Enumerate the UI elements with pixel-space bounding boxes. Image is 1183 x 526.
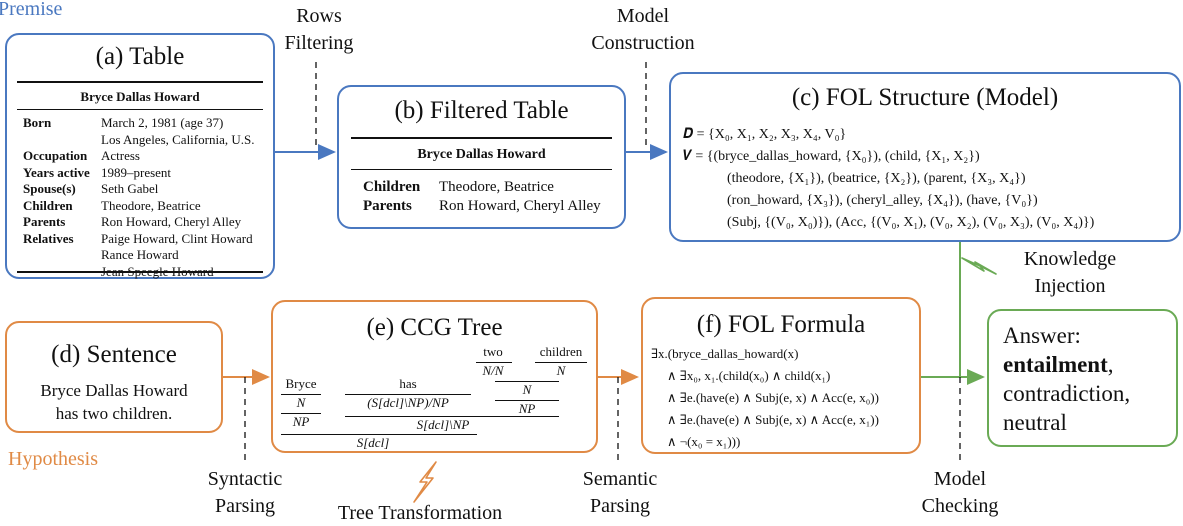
filtered-row-value: Ron Howard, Cheryl Alley bbox=[439, 198, 601, 214]
fol-formula-box: (f) FOL Formula ∃x.(bryce_dallas_howard(… bbox=[641, 297, 921, 454]
valuation-line-1: 𝑽 = {(bryce_dallas_howard, {X₀}), (child… bbox=[683, 149, 980, 164]
answer-entailment: entailment bbox=[1003, 352, 1108, 377]
table-row-key bbox=[23, 247, 101, 264]
table-row: Parents Ron Howard, Cheryl Alley bbox=[23, 214, 260, 231]
step-tree-transformation: Tree Transformation bbox=[337, 502, 503, 524]
table-row-value: Los Angeles, California, U.S. bbox=[101, 131, 255, 147]
hypothesis-label: Hypothesis bbox=[8, 448, 98, 470]
table-row-key: Spouse(s) bbox=[23, 181, 76, 196]
table-row: Occupation Actress bbox=[23, 148, 260, 165]
valuation-line-3: (ron_howard, {X₃}), (cheryl_alley, {X₄})… bbox=[727, 193, 1038, 208]
answer-label: Answer: bbox=[1003, 323, 1081, 348]
ccg-word-bryce: Bryce bbox=[285, 376, 317, 391]
valuation-line-2: (theodore, {X₁}), (beatrice, {X₂}), (par… bbox=[727, 171, 1026, 186]
formula-line-4: ∧ ∃e.(have(e) ∧ Subj(e, x) ∧ Acc(e, x₁)) bbox=[667, 412, 879, 427]
table-row-value: Ron Howard, Cheryl Alley bbox=[101, 214, 242, 229]
table-row-key: Children bbox=[23, 197, 73, 213]
tree-transformation-lightning-icon bbox=[413, 461, 437, 503]
table-row: Years active 1989–present bbox=[23, 165, 260, 182]
table-row: Relatives Paige Howard, Clint Howard bbox=[23, 231, 260, 248]
filtered-title: (b) Filtered Table bbox=[394, 97, 569, 124]
ccg-word-children: children bbox=[539, 344, 583, 359]
table-row-value: Theodore, Beatrice bbox=[101, 197, 201, 213]
table-header: Bryce Dallas Howard bbox=[80, 89, 200, 104]
filtered-row-key: Children bbox=[363, 179, 421, 195]
table-row-key: Born bbox=[23, 115, 52, 130]
fol-structure-box: (c) FOL Structure (Model) 𝑫 = {X₀, X₁, X… bbox=[669, 72, 1181, 242]
ccg-word-has: has bbox=[399, 376, 417, 391]
table-row-value: March 2, 1981 (age 37) bbox=[101, 115, 224, 130]
filtered-table-box: (b) Filtered Table Bryce Dallas Howard C… bbox=[337, 85, 626, 229]
table-row: Spouse(s) Seth Gabel bbox=[23, 181, 260, 198]
table-row-value: Rance Howard bbox=[101, 247, 179, 262]
formula-line-5: ∧ ¬(x₀ = x₁))) bbox=[667, 434, 741, 449]
valuation-line-4: (Subj, {(V₀, X₀)}), (Acc, {(V₀, X₁), (V₀… bbox=[727, 215, 1095, 230]
table-row-value: Actress bbox=[101, 148, 140, 163]
table-title: (a) Table bbox=[95, 43, 185, 70]
ccg-title: (e) CCG Tree bbox=[366, 314, 503, 341]
table-row: Born March 2, 1981 (age 37) bbox=[23, 115, 260, 132]
table-row-key: Years active bbox=[23, 164, 90, 180]
answer-neutral: neutral bbox=[1003, 410, 1067, 435]
fol-formula-title: (f) FOL Formula bbox=[696, 311, 866, 338]
table-box: (a) Table Bryce Dallas Howard Born March … bbox=[5, 33, 275, 279]
table-row-value: Seth Gabel bbox=[101, 181, 159, 196]
table-rows: Born March 2, 1981 (age 37)Los Angeles, C… bbox=[23, 115, 260, 280]
fol-structure-title: (c) FOL Structure (Model) bbox=[791, 84, 1059, 111]
table-row-key: Occupation bbox=[23, 148, 88, 163]
knowledge-injection-lightning-icon bbox=[961, 257, 997, 275]
filtered-header: Bryce Dallas Howard bbox=[417, 147, 546, 162]
table-row: Children Theodore, Beatrice bbox=[23, 198, 260, 215]
table-row-key: Parents bbox=[23, 214, 66, 229]
ccg-word-two: two bbox=[483, 344, 503, 359]
sentence-title: (d) Sentence bbox=[51, 341, 177, 368]
table-row-value: 1989–present bbox=[101, 164, 172, 180]
table-row-value: Paige Howard, Clint Howard bbox=[101, 230, 253, 246]
answer-box: Answer: entailment, contradiction, neutr… bbox=[987, 309, 1178, 447]
answer-contradiction: contradiction, bbox=[1003, 381, 1131, 406]
table-row: Los Angeles, California, U.S. bbox=[23, 132, 260, 149]
filtered-row: Children Theodore, Beatrice bbox=[363, 178, 611, 197]
formula-line-2: ∧ ∃x₀, x₁.(child(x₀) ∧ child(x₁) bbox=[667, 368, 831, 383]
filtered-row-key: Parents bbox=[363, 198, 412, 214]
ccg-tree-box: (e) CCG Tree Bryce N NP has (S[dcl]\NP)/… bbox=[271, 300, 598, 453]
table-row-key: Relatives bbox=[23, 230, 74, 246]
table-row: Rance Howard bbox=[23, 247, 260, 264]
table-row-key bbox=[23, 132, 101, 149]
domain-line: 𝑫 = {X₀, X₁, X₂, X₃, X₄, V₀} bbox=[683, 127, 847, 142]
formula-line-1: ∃x.(bryce_dallas_howard(x) bbox=[651, 346, 799, 361]
formula-line-3: ∧ ∃e.(have(e) ∧ Subj(e, x) ∧ Acc(e, x₀)) bbox=[667, 390, 879, 405]
premise-label: Premise bbox=[0, 0, 63, 20]
filtered-row: Parents Ron Howard, Cheryl Alley bbox=[363, 197, 611, 216]
answer-content: Answer: entailment, contradiction, neutr… bbox=[1003, 323, 1131, 435]
filtered-row-value: Theodore, Beatrice bbox=[439, 179, 554, 195]
